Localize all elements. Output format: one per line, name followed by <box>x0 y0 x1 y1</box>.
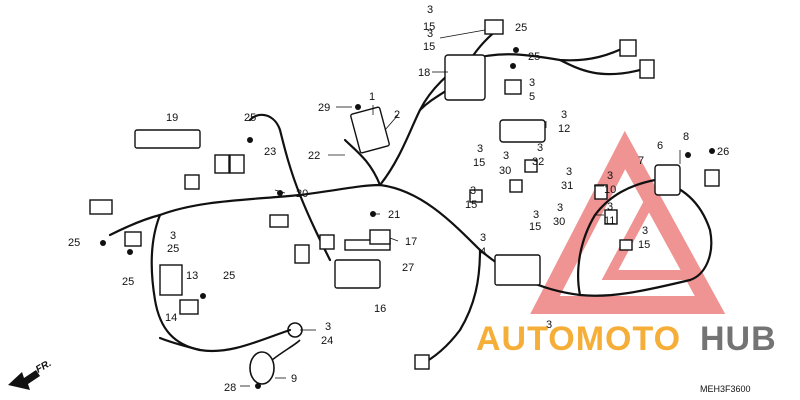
callout-13: 13 <box>186 270 198 282</box>
callout-3: 3 <box>546 319 552 331</box>
callout-4: 4 <box>480 246 486 258</box>
callout-3: 3 <box>607 201 613 213</box>
callout-15: 15 <box>473 157 485 169</box>
callout-1: 1 <box>369 91 375 103</box>
callout-15: 15 <box>638 239 650 251</box>
fuse-box <box>499 119 546 143</box>
connector-6 <box>654 164 681 196</box>
callout-16: 16 <box>374 303 386 315</box>
callout-3: 3 <box>427 28 433 40</box>
callout-8: 8 <box>683 131 689 143</box>
callout-30: 30 <box>553 216 565 228</box>
callout-3: 3 <box>561 109 567 121</box>
watermark-triangle <box>530 130 726 314</box>
callout-25: 25 <box>515 22 527 34</box>
callout-3: 3 <box>529 77 535 89</box>
callout-25: 25 <box>244 112 256 124</box>
callout-31: 31 <box>561 180 573 192</box>
callout-3: 3 <box>557 202 563 214</box>
callout-27: 27 <box>402 262 414 274</box>
callout-19: 19 <box>166 112 178 124</box>
relay-block <box>494 254 541 286</box>
ign-control-module <box>350 106 390 154</box>
callout-2: 2 <box>394 109 400 121</box>
callout-18: 18 <box>418 67 430 79</box>
callout-14: 14 <box>165 312 177 324</box>
watermark-text-1: AUTOMOTO <box>476 320 681 358</box>
callout-15: 15 <box>423 41 435 53</box>
callout-29: 29 <box>318 102 330 114</box>
callout-10: 10 <box>604 184 616 196</box>
connector-17 <box>369 229 391 245</box>
callout-3: 3 <box>537 142 543 154</box>
callout-30: 30 <box>499 165 511 177</box>
callout-3: 3 <box>533 209 539 221</box>
diagram-code: MEH3F3600 <box>700 384 751 394</box>
callout-7: 7 <box>638 155 644 167</box>
callout-15: 15 <box>529 221 541 233</box>
callout-24: 24 <box>321 335 333 347</box>
callout-21: 21 <box>388 209 400 221</box>
callout-3: 3 <box>607 170 613 182</box>
callout-26: 26 <box>717 146 729 158</box>
callout-3: 3 <box>470 185 476 197</box>
callout-15: 15 <box>423 21 435 33</box>
connector-14 <box>179 299 199 315</box>
harness-wires <box>108 26 713 367</box>
callout-20: 20 <box>296 188 308 200</box>
watermark-text-2: HUB <box>700 320 777 358</box>
watermark-logo: AUTOMOTO HUB <box>476 320 777 358</box>
callout-3: 3 <box>503 150 509 162</box>
callout-3: 3 <box>477 143 483 155</box>
connector-block-16 <box>334 259 381 289</box>
fastener-icons <box>100 47 715 389</box>
callout-3: 3 <box>427 4 433 16</box>
ecu-module <box>444 54 486 101</box>
callout-25: 25 <box>167 243 179 255</box>
callout-22: 22 <box>308 150 320 162</box>
callout-25: 25 <box>68 237 80 249</box>
callout-3: 3 <box>170 230 176 242</box>
connector-13 <box>159 264 183 296</box>
callout-9: 9 <box>291 373 297 385</box>
leader-lines <box>240 29 681 387</box>
bracket-19 <box>134 129 201 149</box>
callout-28: 28 <box>224 382 236 394</box>
front-direction-arrow: FR. <box>8 358 53 390</box>
callout-6: 6 <box>657 140 663 152</box>
callout-17: 17 <box>405 236 417 248</box>
callout-3: 3 <box>566 166 572 178</box>
callout-3: 3 <box>325 321 331 333</box>
callout-3: 3 <box>642 225 648 237</box>
callout-labels: 1 2 3 15 3 15 25 25 18 3 5 3 12 29 19 25… <box>68 4 729 394</box>
direction-label: FR. <box>34 358 53 376</box>
callout-32: 32 <box>532 156 544 168</box>
callout-3: 3 <box>480 232 486 244</box>
callout-11: 11 <box>604 215 615 227</box>
harness-connectors <box>89 19 720 370</box>
callout-25: 25 <box>528 51 540 63</box>
bracket-27 <box>344 239 391 251</box>
callout-25: 25 <box>223 270 235 282</box>
horn-icon <box>249 339 301 385</box>
callout-5: 5 <box>529 91 535 103</box>
callout-12: 12 <box>558 123 570 135</box>
callout-25: 25 <box>122 276 134 288</box>
callout-15: 15 <box>465 199 477 211</box>
callout-23: 23 <box>264 146 276 158</box>
